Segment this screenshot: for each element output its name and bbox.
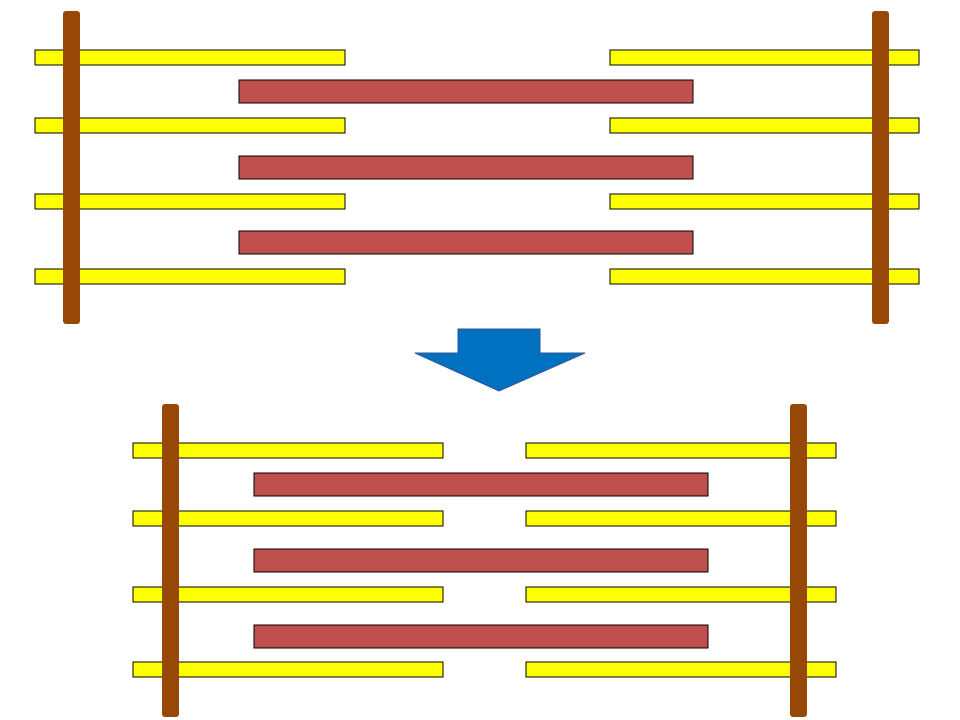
thin-filament-left <box>34 193 346 210</box>
thin-filament-left <box>34 49 346 66</box>
thin-filament-left <box>132 661 444 678</box>
thick-filament <box>253 548 709 573</box>
thin-filament-right <box>609 268 920 285</box>
thin-filament-left <box>132 510 444 527</box>
z-disc-left <box>162 404 179 717</box>
thick-filament <box>253 624 709 649</box>
z-disc-right <box>790 404 807 717</box>
thin-filament-right <box>525 442 837 459</box>
sarcomere-contracted <box>132 404 837 717</box>
thick-filament <box>238 230 694 255</box>
sarcomere-relaxed <box>34 11 920 324</box>
z-disc-left <box>63 11 80 324</box>
thin-filament-right <box>525 586 837 603</box>
thin-filament-left <box>132 586 444 603</box>
thin-filament-left <box>34 268 346 285</box>
thin-filament-left <box>34 117 346 134</box>
thick-filament <box>253 472 709 497</box>
thin-filament-right <box>609 117 920 134</box>
thin-filament-right <box>609 193 920 210</box>
thick-filament <box>238 79 694 104</box>
down-arrow-icon <box>414 328 586 392</box>
thick-filament <box>238 155 694 180</box>
thin-filament-left <box>132 442 444 459</box>
z-disc-right <box>872 11 889 324</box>
thin-filament-right <box>525 510 837 527</box>
thin-filament-right <box>609 49 920 66</box>
thin-filament-right <box>525 661 837 678</box>
